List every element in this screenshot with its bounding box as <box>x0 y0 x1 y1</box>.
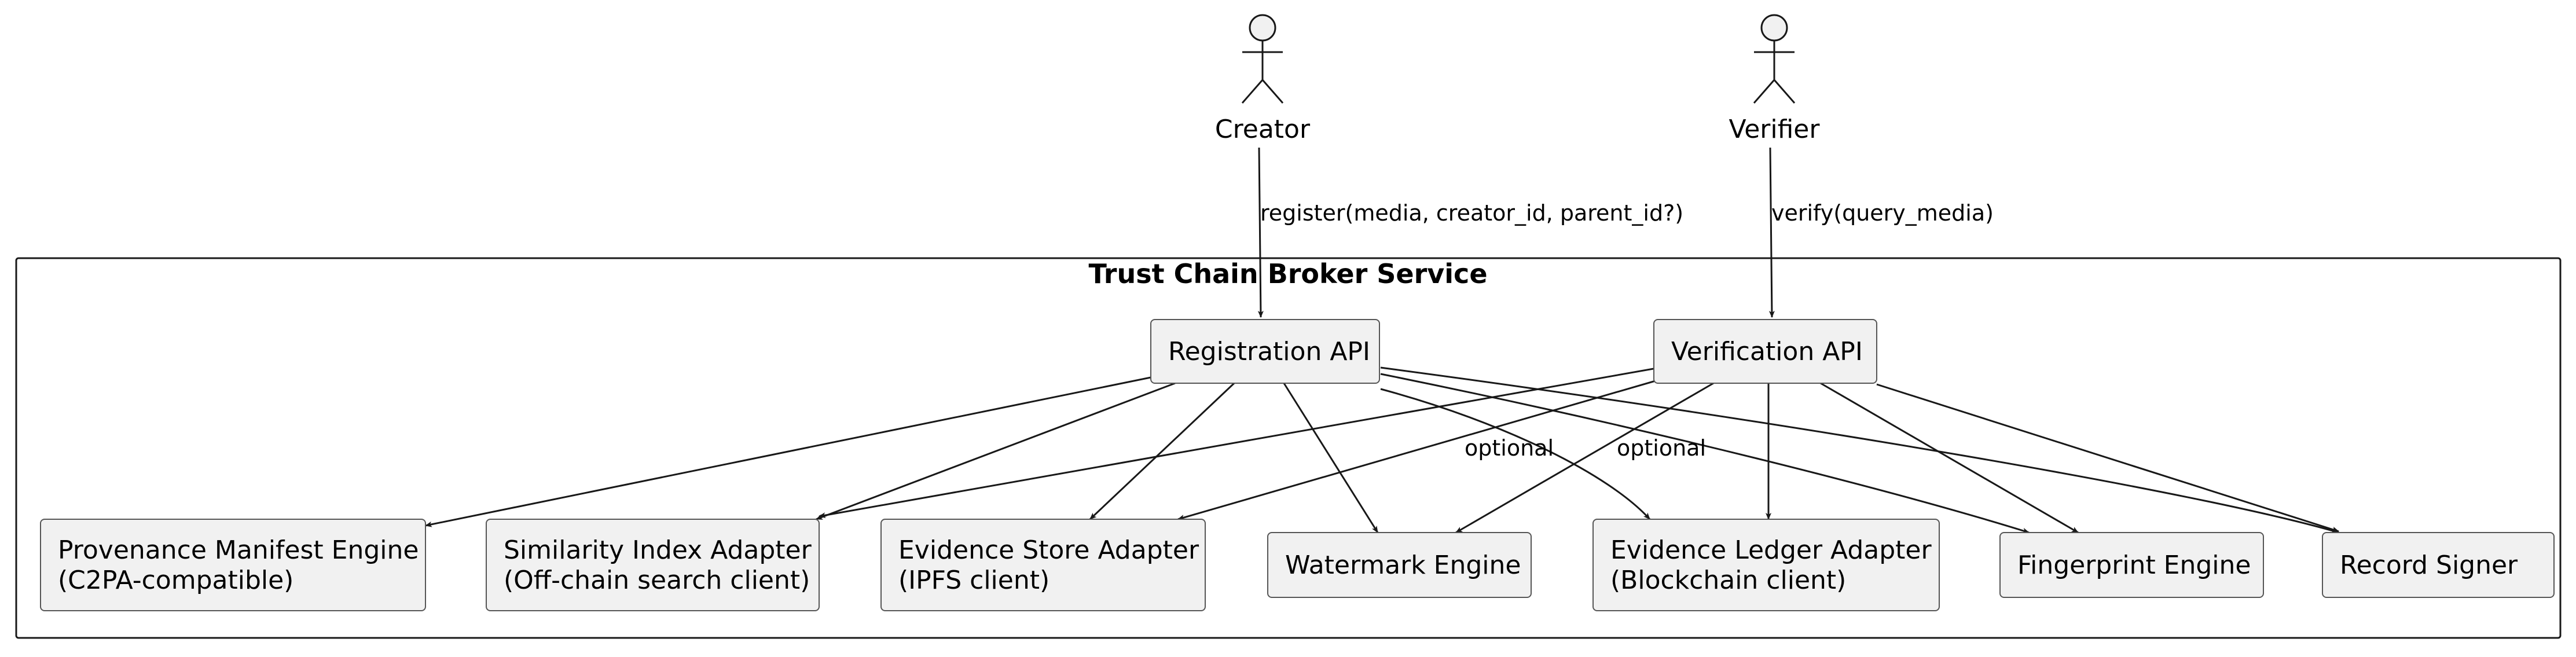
edge-ver-watermark <box>1455 382 1714 534</box>
boundary-title: Trust Chain Broker Service <box>1088 258 1487 289</box>
edge-reg-evidence-ledger <box>1380 388 1651 520</box>
edge-label-optional-2: optional <box>1617 435 1706 461</box>
components: Registration API Verification API Provenan… <box>40 319 2555 611</box>
edge-reg-provenance <box>425 376 1151 527</box>
similarity-label-line-1: Similarity Index Adapter <box>504 535 812 565</box>
edge-reg-watermark <box>1283 383 1379 533</box>
component-registration-api: Registration API <box>1150 319 1380 384</box>
edge-reg-evidence-store <box>1089 382 1235 520</box>
edge-ver-fingerprint <box>1820 382 2079 534</box>
edge-ver-similarity <box>819 367 1657 519</box>
evidence-ledger-label-line-2: (Blockchain client) <box>1610 566 1846 595</box>
provenance-label-line-1: Provenance Manifest Engine <box>58 535 419 565</box>
component-similarity: Similarity Index Adapter(Off-chain searc… <box>486 519 820 611</box>
registration-api-label-line-1: Registration API <box>1168 337 1370 366</box>
edge-label-verify: verify(query_media) <box>1771 200 1994 226</box>
registration-api-box <box>1150 319 1380 384</box>
component-fingerprint: Fingerprint Engine <box>1999 532 2264 598</box>
component-provenance: Provenance Manifest Engine(C2PA-compatib… <box>40 519 426 611</box>
component-watermark: Watermark Engine <box>1267 532 1532 598</box>
creator-head-icon <box>1249 14 1276 42</box>
component-evidence-ledger: Evidence Ledger Adapter(Blockchain clien… <box>1592 519 1940 611</box>
edge-verifier-verification <box>1768 147 1775 318</box>
edges <box>425 147 2339 534</box>
edge-reg-similarity <box>816 382 1176 520</box>
record-signer-label-line-1: Record Signer <box>2340 550 2518 580</box>
fingerprint-box <box>1999 532 2264 598</box>
provenance-label-line-2: (C2PA-compatible) <box>58 566 293 595</box>
edge-creator-registration <box>1257 147 1264 318</box>
edge-ver-record-signer <box>1876 383 2339 533</box>
verifier-head-icon <box>1760 14 1788 42</box>
component-verification-api: Verification API <box>1653 319 1877 384</box>
trust-chain-broker-boundary: Trust Chain Broker Service <box>15 257 2562 639</box>
edge-label-optional-1: optional <box>1465 435 1554 461</box>
evidence-ledger-label-line-1: Evidence Ledger Adapter <box>1610 535 1932 565</box>
edge-ver-evidence-store <box>1177 378 1662 520</box>
record-signer-box <box>2322 532 2555 598</box>
similarity-label-line-2: (Off-chain search client) <box>504 566 810 595</box>
creator-label: Creator <box>1215 115 1311 144</box>
actor-verifier <box>1753 14 1796 104</box>
verification-api-label-line-1: Verification API <box>1671 337 1863 366</box>
edge-reg-fingerprint <box>1380 373 2030 534</box>
similarity-box <box>486 519 820 611</box>
verification-api-box <box>1653 319 1877 384</box>
edge-reg-record-signer <box>1380 366 2339 534</box>
component-record-signer: Record Signer <box>2322 532 2555 598</box>
evidence-store-box <box>880 519 1206 611</box>
evidence-ledger-box <box>1592 519 1940 611</box>
actor-creator <box>1241 14 1284 104</box>
edge-label-register: register(media, creator_id, parent_id?) <box>1260 200 1683 226</box>
watermark-label-line-1: Watermark Engine <box>1285 550 1521 580</box>
fingerprint-label-line-1: Fingerprint Engine <box>2017 550 2251 580</box>
watermark-box <box>1267 532 1532 598</box>
evidence-store-label-line-2: (IPFS client) <box>898 566 1050 595</box>
component-evidence-store: Evidence Store Adapter(IPFS client) <box>880 519 1206 611</box>
provenance-box <box>40 519 426 611</box>
verifier-label: Verifier <box>1729 115 1821 144</box>
evidence-store-label-line-1: Evidence Store Adapter <box>898 535 1199 565</box>
